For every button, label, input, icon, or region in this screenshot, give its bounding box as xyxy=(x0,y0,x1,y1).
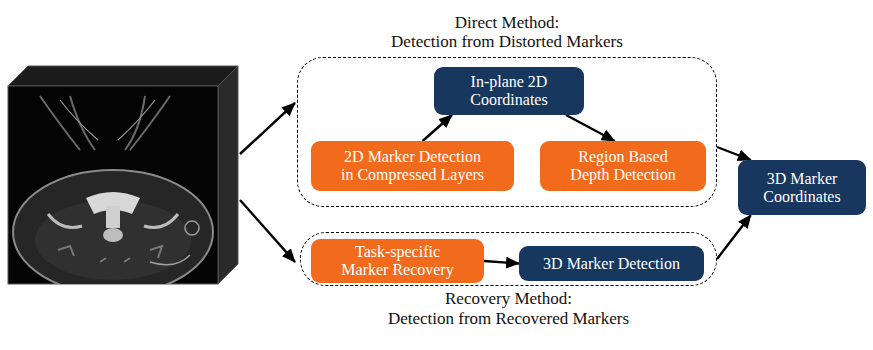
box-label: In-plane 2D Coordinates xyxy=(442,73,576,109)
method-title: Recovery Method:Detection from Recovered… xyxy=(261,289,756,328)
box-label: 2D Marker Detection in Compressed Layers xyxy=(339,148,486,184)
flow-arrow xyxy=(566,115,615,141)
flow-arrow xyxy=(484,261,519,264)
output-box: 3D Marker Coordinates xyxy=(738,160,866,215)
method-group: Recovery Method:Detection from Recovered… xyxy=(300,232,717,286)
method-heading: Direct Method: xyxy=(258,13,756,33)
method-group: Direct Method:Detection from Distorted M… xyxy=(297,57,717,207)
input-arrow xyxy=(240,103,295,154)
input-arrow xyxy=(240,200,295,262)
process-box: Region Based Depth Detection xyxy=(540,141,706,191)
flow-arrow xyxy=(423,115,452,141)
result-box: In-plane 2D Coordinates xyxy=(434,67,584,115)
flow-arrow xyxy=(717,215,751,259)
box-label: Task-specific Marker Recovery xyxy=(336,243,459,279)
method-title: Direct Method:Detection from Distorted M… xyxy=(258,13,756,52)
result-box: 3D Marker Detection xyxy=(519,246,704,281)
process-box: 2D Marker Detection in Compressed Layers xyxy=(311,141,514,191)
process-box: Task-specific Marker Recovery xyxy=(311,239,484,283)
ct-volume-cube xyxy=(8,66,238,294)
method-heading: Detection from Recovered Markers xyxy=(261,309,756,329)
flow-arrow xyxy=(717,147,751,160)
box-label: Region Based Depth Detection xyxy=(560,148,686,184)
box-label: 3D Marker Coordinates xyxy=(748,170,856,206)
method-heading: Recovery Method: xyxy=(261,289,756,309)
method-heading: Detection from Distorted Markers xyxy=(258,32,756,52)
box-label: 3D Marker Detection xyxy=(543,255,680,273)
